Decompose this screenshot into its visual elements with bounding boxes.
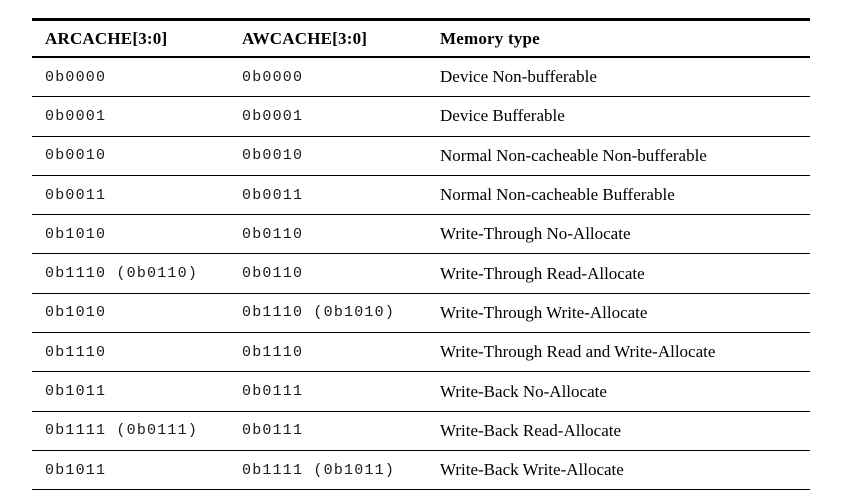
awcache-value: 0b0111 xyxy=(242,383,304,401)
awcache-value: 0b0010 xyxy=(242,147,304,165)
memory-type-value: Device Bufferable xyxy=(440,106,565,126)
table-row: 0b0011 0b0011 Normal Non-cacheable Buffe… xyxy=(32,176,810,216)
awcache-value: 0b1110 (0b1010) xyxy=(242,304,396,322)
table-row: 0b1111 (0b0111) 0b0111 Write-Back Read-A… xyxy=(32,412,810,451)
memory-type-value: Device Non-bufferable xyxy=(440,67,597,87)
table-row: 0b1110 0b1110 Write-Through Read and Wri… xyxy=(32,333,810,373)
table-row: 0b1010 0b0110 Write-Through No-Allocate xyxy=(32,215,810,255)
awcache-value: 0b0011 xyxy=(242,186,304,204)
awcache-value: 0b0110 xyxy=(242,225,304,243)
arcache-value: 0b0001 xyxy=(45,107,107,125)
memory-type-value: Write-Through Read-Allocate xyxy=(440,263,645,283)
arcache-value: 0b1110 (0b0110) xyxy=(45,265,199,283)
memory-type-value: Normal Non-cacheable Bufferable xyxy=(440,185,675,205)
column-header-memory-type: Memory type xyxy=(440,28,540,48)
memory-type-encoding-table: ARCACHE[3:0] AWCACHE[3:0] Memory type 0b… xyxy=(32,18,810,490)
arcache-value: 0b1110 xyxy=(45,343,107,361)
arcache-value: 0b1011 xyxy=(45,461,107,479)
arcache-value: 0b0010 xyxy=(45,147,107,165)
table-header-row: ARCACHE[3:0] AWCACHE[3:0] Memory type xyxy=(32,18,810,58)
table-row: 0b0001 0b0001 Device Bufferable xyxy=(32,97,810,137)
arcache-value: 0b1011 xyxy=(45,383,107,401)
arcache-value: 0b0000 xyxy=(45,68,107,86)
arcache-value: 0b1111 (0b0111) xyxy=(45,422,199,440)
awcache-value: 0b0110 xyxy=(242,265,304,283)
arcache-value: 0b0011 xyxy=(45,186,107,204)
awcache-value: 0b0000 xyxy=(242,68,304,86)
memory-type-value: Write-Back Write-Allocate xyxy=(440,460,624,480)
column-header-awcache: AWCACHE[3:0] xyxy=(242,28,368,48)
table-row: 0b0000 0b0000 Device Non-bufferable xyxy=(32,58,810,98)
table-row-partially-clipped: 0b1011 0b1111 (0b1011) Write-Back Write-… xyxy=(32,451,810,490)
memory-type-value: Write-Through Write-Allocate xyxy=(440,302,648,322)
memory-type-value: Normal Non-cacheable Non-bufferable xyxy=(440,145,707,165)
arcache-value: 0b1010 xyxy=(45,304,107,322)
table-row: 0b1011 0b0111 Write-Back No-Allocate xyxy=(32,372,810,412)
document-page: { "colors": { "background": "#ffffff", "… xyxy=(32,18,810,490)
awcache-value: 0b1111 (0b1011) xyxy=(242,461,396,479)
awcache-value: 0b1110 xyxy=(242,343,304,361)
arcache-value: 0b1010 xyxy=(45,225,107,243)
memory-type-value: Write-Back No-Allocate xyxy=(440,381,607,401)
table-row: 0b1010 0b1110 (0b1010) Write-Through Wri… xyxy=(32,294,810,334)
awcache-value: 0b0111 xyxy=(242,422,304,440)
awcache-value: 0b0001 xyxy=(242,107,304,125)
memory-type-value: Write-Back Read-Allocate xyxy=(440,420,622,440)
table-row: 0b1110 (0b0110) 0b0110 Write-Through Rea… xyxy=(32,254,810,294)
column-header-arcache: ARCACHE[3:0] xyxy=(45,28,168,48)
table-row: 0b0010 0b0010 Normal Non-cacheable Non-b… xyxy=(32,137,810,176)
memory-type-value: Write-Through No-Allocate xyxy=(440,224,631,244)
memory-type-value: Write-Through Read and Write-Allocate xyxy=(440,342,716,362)
